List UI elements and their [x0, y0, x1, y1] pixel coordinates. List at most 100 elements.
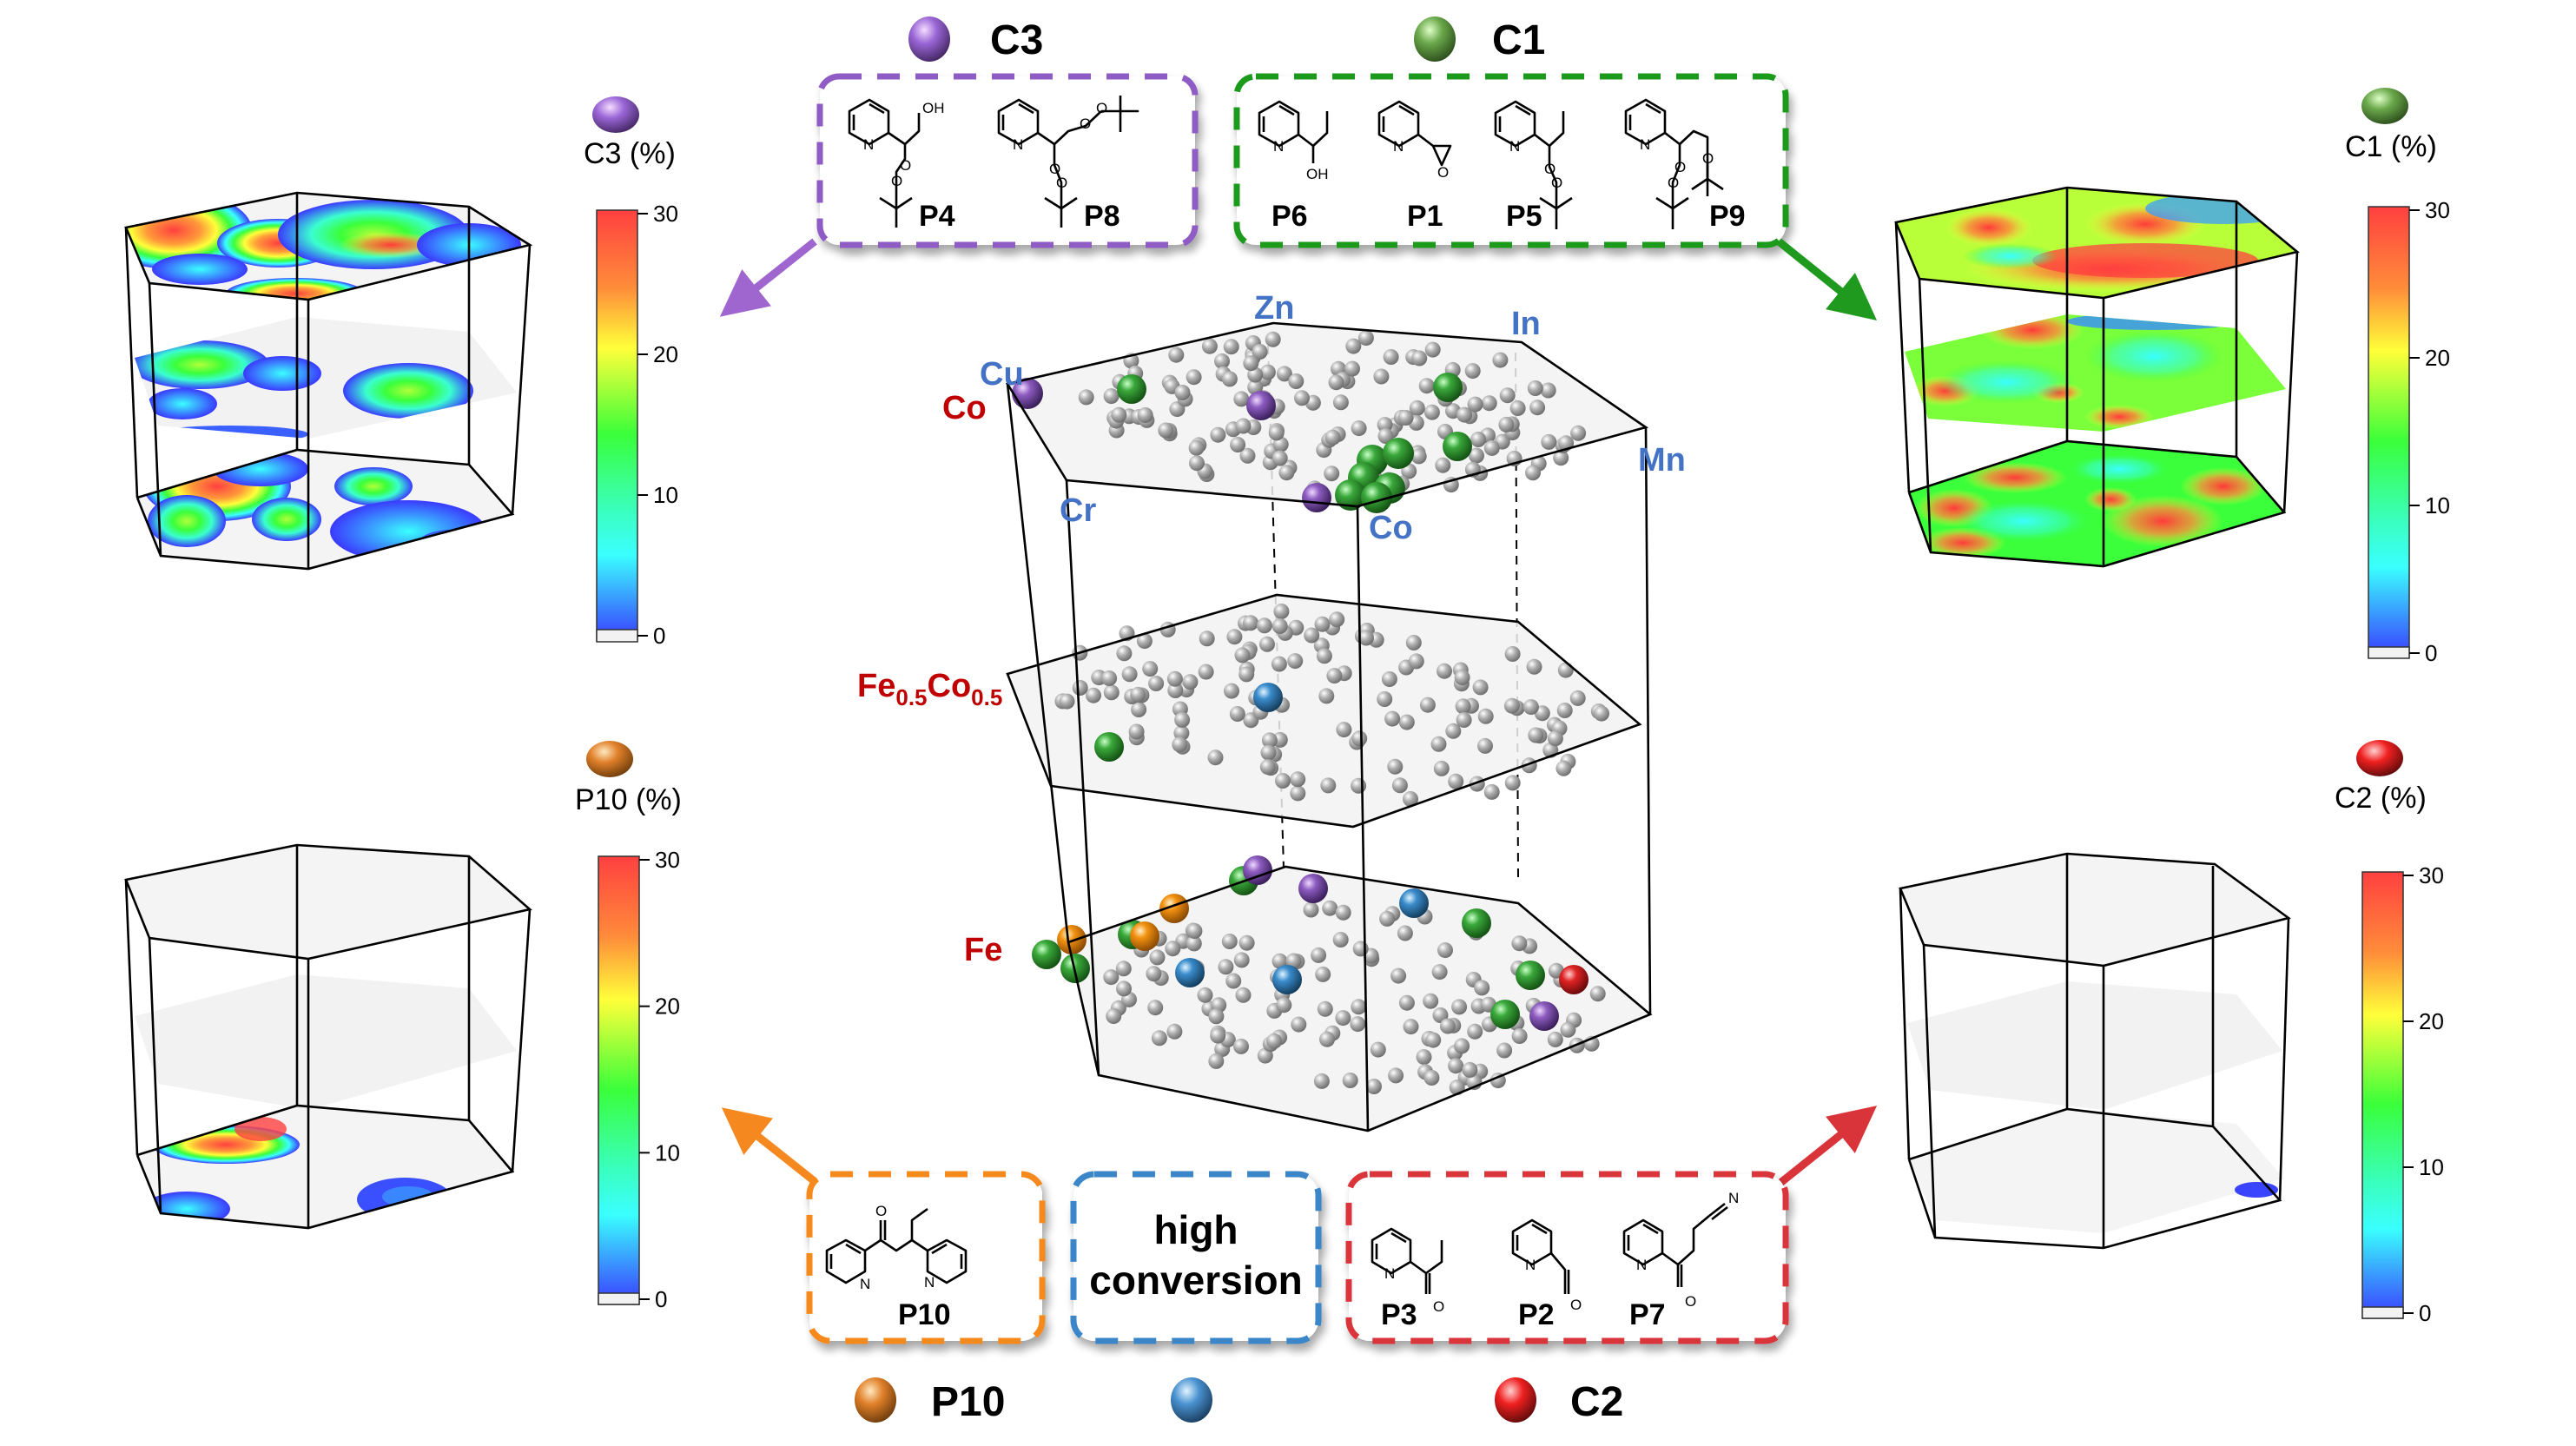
c3-product-box: [816, 73, 1199, 248]
gray-sphere: [1423, 404, 1440, 420]
gray-sphere: [1266, 1033, 1283, 1049]
gray-sphere: [1391, 777, 1408, 794]
gray-sphere: [1116, 981, 1132, 997]
central-prism: Cu Zn In Mn Co Cr Co Fe0.5Co0.5 Fe: [857, 290, 1686, 1132]
gray-sphere: [1351, 420, 1367, 437]
gray-sphere: [1335, 904, 1351, 921]
gray-sphere: [1398, 714, 1415, 730]
legend-label-c2: C2: [1570, 1379, 1623, 1425]
gray-sphere: [1470, 432, 1487, 447]
c3-sphere-icon: [908, 17, 950, 62]
top-legend: C3 C1: [908, 17, 1545, 63]
gray-sphere: [1148, 676, 1165, 691]
gray-sphere: [1410, 448, 1427, 465]
gray-sphere: [1199, 631, 1215, 647]
c1-box-border: [1233, 73, 1789, 248]
gray-sphere: [1303, 901, 1319, 918]
gray-sphere: [1370, 1041, 1386, 1058]
gray-sphere: [1166, 1023, 1183, 1040]
colorbar-tick-label: 0: [2419, 1300, 2431, 1326]
subscript: 0.5: [895, 684, 927, 710]
gray-sphere: [1324, 465, 1340, 482]
gray-sphere: [1326, 668, 1343, 684]
label-p5: P5: [1506, 200, 1542, 233]
gray-sphere: [1560, 1021, 1576, 1038]
gray-sphere: [1557, 662, 1574, 678]
label-zn: Zn: [1254, 290, 1294, 327]
gray-sphere: [1388, 1067, 1404, 1084]
gray-sphere: [1511, 1028, 1528, 1044]
gray-sphere: [1423, 1070, 1440, 1086]
gray-sphere: [1556, 760, 1572, 776]
co-text: Co: [928, 668, 972, 704]
arrow-to-c2-panel: [1778, 1106, 1878, 1186]
p10-sphere-icon: [586, 741, 633, 777]
gray-sphere: [1317, 1000, 1333, 1017]
gray-sphere: [1288, 373, 1305, 389]
gray-sphere: [1186, 935, 1202, 952]
high-conversion-sphere-icon: [1171, 1377, 1212, 1423]
gray-sphere: [1259, 636, 1275, 652]
label-p8: P8: [1084, 200, 1120, 233]
gray-sphere: [1467, 396, 1483, 413]
gray-sphere: [1408, 653, 1424, 670]
atom-n: N: [1640, 136, 1650, 153]
legend-label-p10: P10: [931, 1379, 1005, 1425]
gray-sphere: [1147, 1000, 1164, 1016]
gray-sphere: [1390, 967, 1407, 984]
gray-sphere: [1223, 339, 1239, 355]
gray-sphere: [1314, 616, 1331, 632]
label-co-layer: Co: [942, 390, 987, 426]
gray-sphere: [1291, 1016, 1307, 1033]
gray-sphere: [1416, 1049, 1432, 1066]
gray-sphere: [1366, 1079, 1382, 1094]
p10-product-box: [806, 1171, 1046, 1344]
label-co-corner: Co: [1369, 510, 1413, 546]
gray-sphere: [1411, 350, 1428, 366]
bottom-layer-plane: [1068, 867, 1650, 1131]
gray-sphere: [1221, 371, 1238, 387]
atom-n: N: [1273, 138, 1284, 155]
colorbar-tick-label: 0: [653, 623, 665, 649]
colorbar-tick-label: 10: [655, 1139, 680, 1165]
gray-sphere: [1526, 658, 1542, 675]
atom-o: O: [1056, 175, 1067, 191]
gray-sphere: [1233, 1038, 1249, 1054]
gray-sphere: [1243, 355, 1259, 372]
legend-label-c3: C3: [990, 17, 1043, 63]
structure-p6: N OH P6: [1258, 100, 1329, 233]
label-p9: P9: [1709, 200, 1746, 233]
gray-sphere: [1464, 363, 1481, 380]
p10-box-border: [806, 1171, 1046, 1344]
p10-top-plane: [126, 845, 530, 959]
label-mn: Mn: [1638, 442, 1686, 479]
atom-n: N: [1728, 1190, 1739, 1206]
gray-sphere: [1381, 671, 1397, 687]
atom-o: O: [1551, 175, 1562, 191]
gray-sphere: [1398, 994, 1415, 1011]
p10-middle-plane: [135, 974, 517, 1110]
gray-sphere: [1287, 653, 1304, 670]
atom-o: O: [1544, 161, 1556, 177]
gray-sphere: [1275, 773, 1291, 789]
gray-sphere: [1311, 947, 1327, 963]
atom-o: O: [1668, 175, 1679, 191]
atom-n: N: [1525, 1257, 1536, 1273]
gray-sphere: [1273, 604, 1290, 619]
gray-sphere: [1496, 1042, 1513, 1059]
gray-sphere: [1218, 959, 1234, 975]
gray-sphere: [1103, 388, 1120, 405]
gray-sphere: [1503, 697, 1520, 714]
gray-sphere: [1352, 941, 1369, 957]
gray-sphere: [1469, 447, 1484, 464]
colorbar-tick-label: 0: [2425, 640, 2437, 666]
gray-sphere: [1324, 429, 1341, 446]
gray-sphere: [1235, 418, 1252, 434]
legend-item-c3: C3: [908, 17, 1043, 63]
c2-sphere-icon: [2356, 740, 2403, 776]
arrows: [719, 238, 1878, 1186]
label-p4: P4: [919, 200, 955, 233]
gray-sphere: [1111, 406, 1127, 423]
